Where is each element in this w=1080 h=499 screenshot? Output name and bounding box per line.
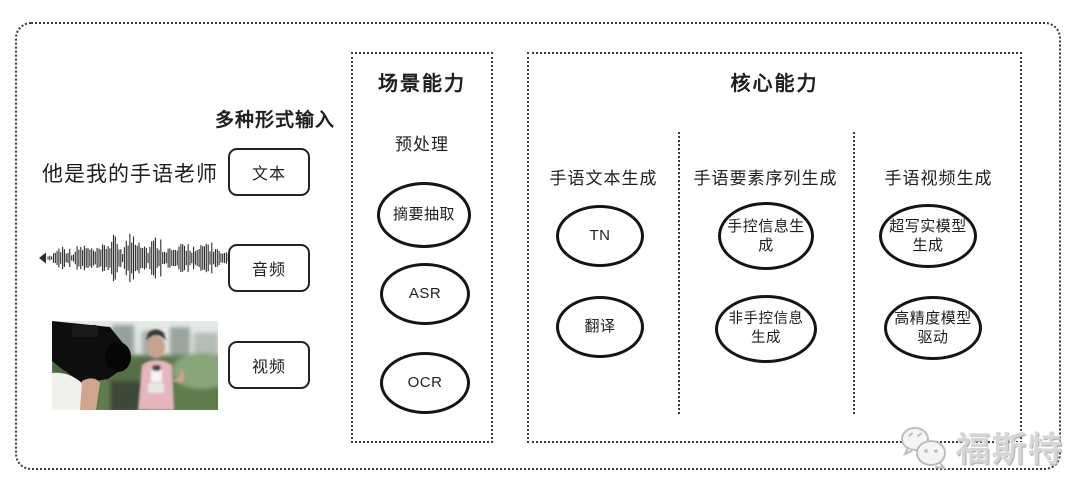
input-type-video-label: 视频 bbox=[251, 359, 286, 376]
node-summary-extraction: 摘要抽取 bbox=[377, 182, 471, 248]
scene-capability-box: 场景能力 预处理 摘要抽取 ASR OCR bbox=[351, 52, 493, 443]
watermark: 福斯特 bbox=[898, 422, 1064, 471]
column-header-element-sequence-generation: 手语要素序列生成 bbox=[693, 169, 838, 188]
node-non-manual-info-generation: 非手控信息生成 bbox=[715, 295, 817, 363]
sample-sentence-text: 他是我的手语老师 bbox=[42, 163, 218, 186]
node-manual-info-generation-label: 手控信息生成 bbox=[727, 217, 805, 255]
watermark-label: 福斯特 bbox=[956, 431, 1064, 469]
node-ocr: OCR bbox=[380, 352, 470, 414]
node-translation-label: 翻译 bbox=[584, 318, 616, 336]
core-box-title: 核心能力 bbox=[730, 73, 819, 95]
column-divider-2 bbox=[853, 132, 855, 414]
input-type-text-box: 文本 bbox=[228, 148, 310, 196]
audio-waveform-graphic bbox=[39, 233, 239, 283]
input-type-video-box: 视频 bbox=[228, 341, 310, 389]
scene-box-title: 场景能力 bbox=[378, 73, 466, 95]
node-hyperrealistic-model-generation-label: 超写实模型生成 bbox=[889, 217, 967, 255]
outer-dotted-frame bbox=[15, 22, 1061, 470]
camera-silhouette bbox=[52, 321, 131, 410]
column-divider-1 bbox=[678, 132, 680, 414]
node-ocr-label: OCR bbox=[407, 374, 443, 392]
core-capability-box: 核心能力 手语文本生成 手语要素序列生成 手语视频生成 TN 翻译 手控信息生成… bbox=[527, 52, 1022, 443]
node-tn: TN bbox=[556, 205, 644, 267]
node-summary-extraction-label: 摘要抽取 bbox=[392, 206, 455, 224]
input-type-text-label: 文本 bbox=[251, 166, 286, 183]
reporter-figure bbox=[138, 329, 185, 410]
node-high-precision-model-driving: 高精度模型驱动 bbox=[884, 296, 982, 360]
node-manual-info-generation: 手控信息生成 bbox=[718, 202, 814, 270]
node-translation: 翻译 bbox=[556, 296, 644, 358]
node-asr: ASR bbox=[380, 263, 470, 325]
input-type-audio-label: 音频 bbox=[251, 262, 286, 279]
node-hyperrealistic-model-generation: 超写实模型生成 bbox=[879, 204, 977, 268]
node-non-manual-info-generation-label: 非手控信息生成 bbox=[728, 311, 804, 346]
input-type-audio-box: 音频 bbox=[228, 244, 310, 292]
preprocess-label: 预处理 bbox=[395, 135, 449, 154]
column-header-video-generation: 手语视频生成 bbox=[884, 169, 993, 188]
input-section-heading: 多种形式输入 bbox=[214, 110, 335, 131]
column-header-text-generation: 手语文本生成 bbox=[549, 169, 658, 188]
node-high-precision-model-driving-label: 高精度模型驱动 bbox=[894, 309, 972, 347]
wechat-icon bbox=[901, 426, 947, 469]
node-tn-label: TN bbox=[589, 227, 611, 245]
node-asr-label: ASR bbox=[408, 285, 442, 303]
video-thumbnail bbox=[52, 321, 218, 410]
